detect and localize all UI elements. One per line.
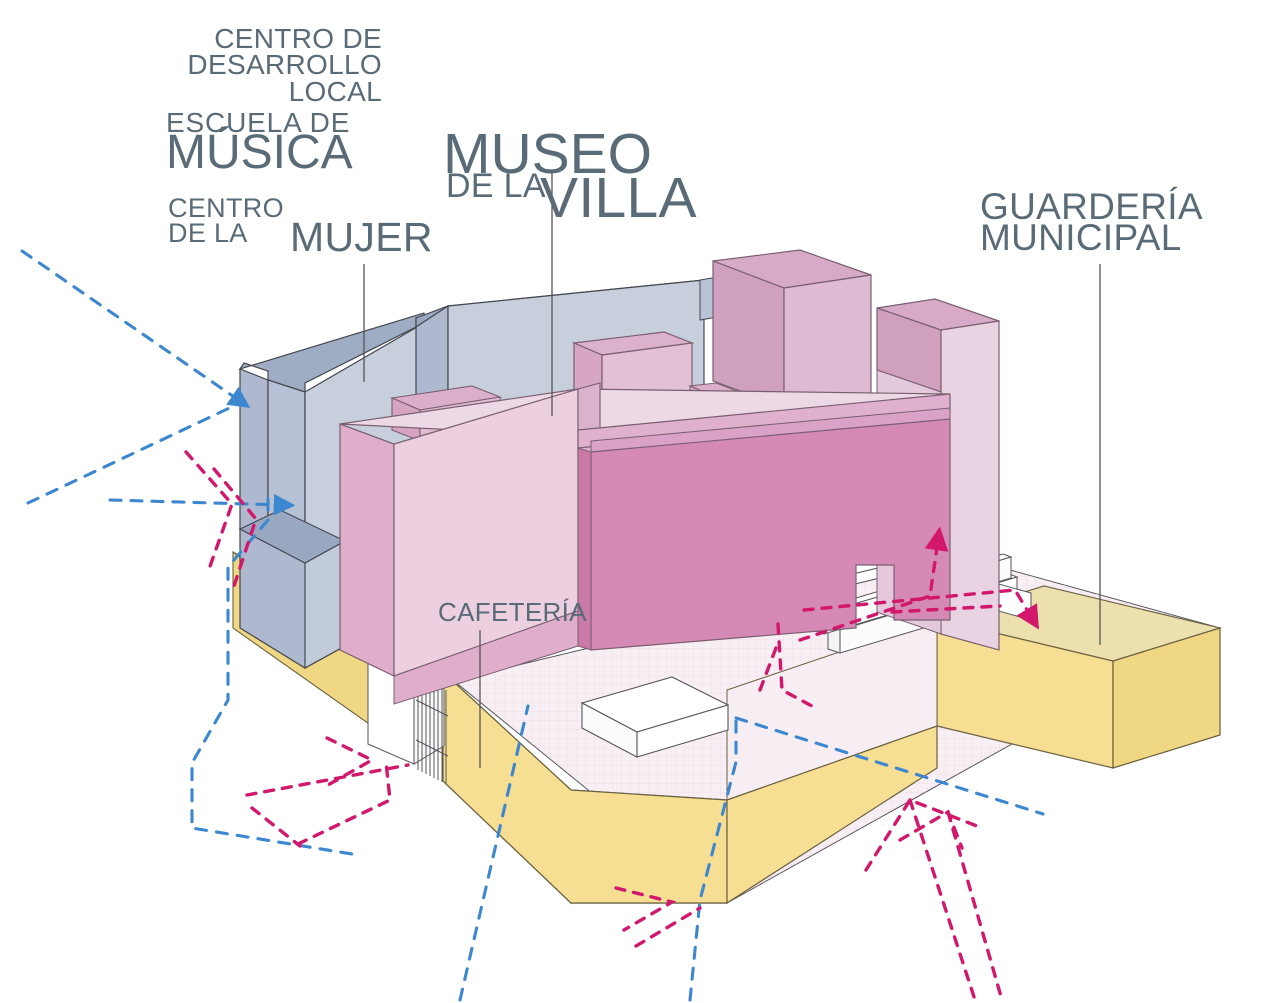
arrow-south-head (614, 886, 677, 932)
arrow-se-shaft-b (946, 810, 1004, 1002)
label-line-2: DESARROLLO (187, 49, 382, 81)
sightline-se (734, 716, 1045, 816)
label-mujer-emphasis: MUJER (290, 214, 433, 260)
label-line-1: GUARDERÍA (980, 186, 1203, 227)
label-centro-de-la-mujer: CENTRO DE LA MUJER (168, 193, 433, 257)
label-cafeteria: CAFETERÍA (438, 597, 587, 627)
label-line-2: MÚSICA (166, 126, 353, 180)
mauve-tower-front-face (783, 274, 872, 408)
label-guarderia-municipal: GUARDERÍA MUNICIPAL (980, 186, 1260, 258)
arrow-sw-head-b (296, 760, 392, 846)
label-line-1: CAFETERÍA (438, 597, 587, 627)
arrow-plaza-east-tail (890, 604, 1002, 614)
sightline-s-left (458, 704, 530, 1002)
arrow-plaza-west (776, 622, 814, 708)
label-line-1: CENTRO DE (214, 23, 382, 54)
leader-lines-group (363, 172, 1101, 768)
access-arrows-group (184, 450, 1040, 1002)
sightline-s-center (688, 716, 738, 1002)
sunken-courtyard-planter (580, 676, 730, 758)
label-line-1: CENTRO (168, 193, 284, 223)
planter-front-face (636, 704, 729, 758)
building-pink-podium-group (339, 382, 951, 705)
label-line-2: MUNICIPAL (980, 216, 1182, 258)
label-museo-de-la-villa: MUSEO DE LA VILLA (443, 122, 733, 227)
sightline-w (26, 401, 242, 505)
magenta-facade-left-return (577, 447, 592, 651)
sight-lines-group (20, 249, 1045, 1002)
podium-west-side-face (339, 423, 395, 677)
sightline-w-low (108, 493, 296, 516)
arrow-plaza-mid (798, 526, 949, 642)
arrow-sw-head-a (325, 736, 376, 787)
label-museo-villa: VILLA (540, 166, 697, 230)
plinth-east-right-face (1112, 627, 1221, 769)
arrow-plaza-east (802, 588, 1040, 630)
label-centro-desarrollo-local: CENTRO DE DESARROLLO LOCAL (182, 23, 382, 107)
podium-base-strip (393, 610, 579, 705)
sightline-nw (20, 249, 251, 409)
arrow-sw-shaft-b (250, 806, 302, 848)
sightline-sw-path (190, 497, 354, 856)
plinth-east-lower-front (726, 725, 938, 905)
label-line-3: LOCAL (288, 75, 382, 107)
arrow-west-upper-a (184, 450, 234, 574)
magenta-facade-main (590, 418, 951, 651)
label-line-1: ESCUELA DE (166, 107, 351, 138)
label-line-2: DE LA (168, 218, 248, 249)
label-escuela-de-musica: ESCUELA DE MÚSICA (166, 107, 396, 180)
arrow-south-shaft (634, 906, 702, 948)
arrow-west-upper-b (212, 467, 258, 588)
label-museo-line-1: MUSEO (443, 122, 653, 186)
arrow-se-shaft-a (908, 798, 977, 1002)
label-museo-de-la: DE LA (446, 167, 546, 205)
arrow-plaza-west-tail (758, 646, 778, 692)
arrow-sw-shaft-a (245, 763, 410, 797)
